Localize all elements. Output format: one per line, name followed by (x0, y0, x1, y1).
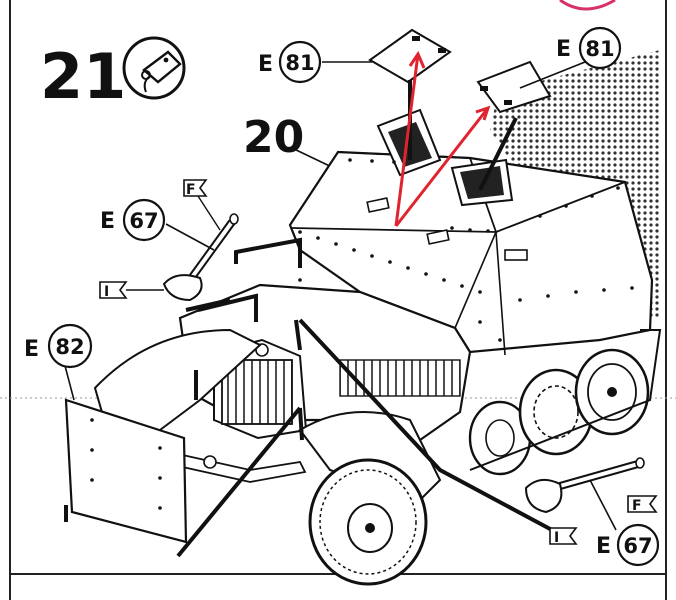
step-number: 21 (40, 40, 126, 113)
svg-text:E: E (596, 534, 611, 559)
svg-text:81: 81 (285, 51, 314, 75)
svg-text:E: E (258, 52, 273, 77)
svg-text:E: E (556, 37, 571, 62)
shovel-part-right (524, 457, 645, 514)
flag-i-left: I (99, 281, 164, 300)
svg-text:I: I (554, 530, 559, 546)
flag-f-top: F (183, 179, 221, 231)
flag-f-right: F (627, 495, 658, 514)
svg-text:82: 82 (55, 335, 84, 359)
vehicle-bonnet (93, 283, 472, 502)
callout-e81-left: E 81 (258, 40, 322, 84)
svg-text:F: F (632, 498, 642, 514)
hatch-part-right (476, 60, 552, 114)
flag-i-right: I (549, 527, 578, 546)
svg-text:E: E (100, 209, 115, 234)
svg-text:67: 67 (623, 534, 652, 558)
svg-text:67: 67 (129, 209, 158, 233)
part-label: 20 (243, 112, 304, 163)
callout-e67-left: E 67 (100, 198, 166, 242)
svg-text:81: 81 (585, 37, 614, 61)
svg-text:F: F (186, 182, 196, 198)
leader-lines (63, 59, 617, 531)
road-wheels (468, 329, 662, 476)
callout-e67-right: E 67 (596, 523, 660, 567)
front-plate-part (64, 398, 188, 544)
pink-margin-mark (559, 0, 616, 11)
front-wheel (308, 458, 428, 586)
shovel-part-left (162, 213, 239, 302)
hatch-part-left (368, 28, 452, 84)
callout-e82: E 82 (24, 323, 93, 369)
highlight-arrows (394, 50, 491, 227)
assembly-arrows (64, 80, 553, 558)
svg-text:E: E (24, 337, 39, 362)
glue-tag-icon (122, 36, 186, 100)
callout-e81-right: E 81 (556, 26, 622, 70)
svg-text:I: I (104, 284, 109, 300)
